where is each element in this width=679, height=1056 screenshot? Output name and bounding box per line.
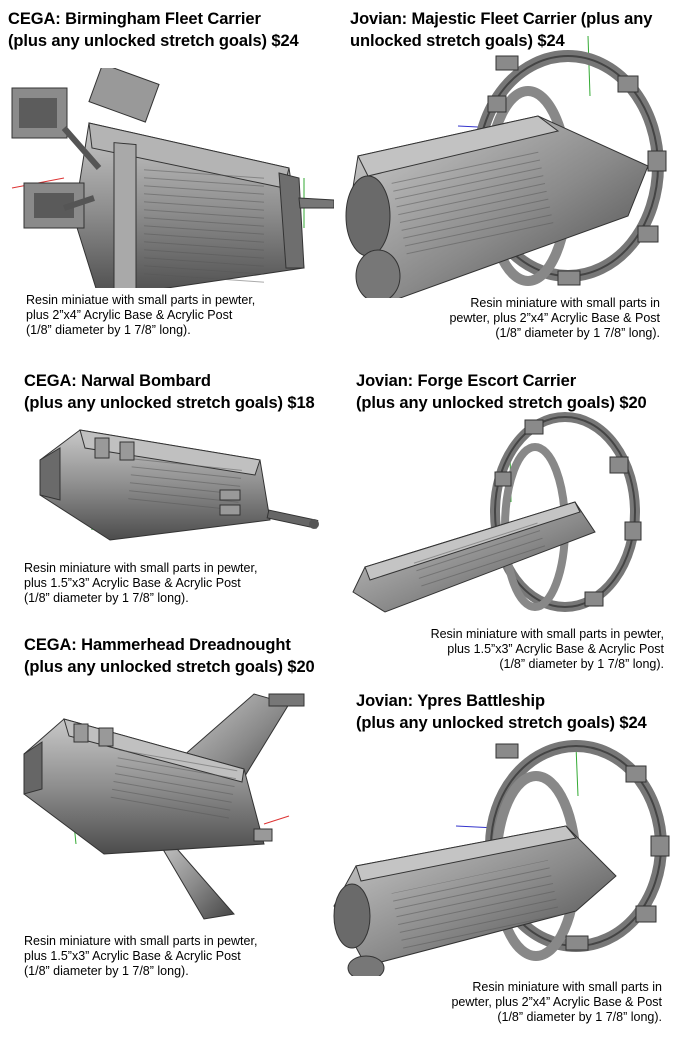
fleet-carrier-model <box>4 68 334 288</box>
product-desc-majestic: Resin miniature with small parts in pewt… <box>449 296 660 340</box>
product-title-narwal: CEGA: Narwal Bombard (plus any unlocked … <box>24 372 315 412</box>
product-desc-hammerhead: Resin miniature with small parts in pewt… <box>24 934 258 978</box>
ring-carrier-model <box>338 36 678 298</box>
product-desc-narwal: Resin miniature with small parts in pewt… <box>24 561 258 605</box>
battleship-model <box>326 736 676 976</box>
product-desc-birmingham: Resin miniatue with small parts in pewte… <box>26 293 256 337</box>
product-desc-ypres: Resin miniature with small parts in pewt… <box>451 980 662 1024</box>
escort-carrier-model <box>345 412 645 624</box>
product-title-birmingham: CEGA: Birmingham Fleet Carrier (plus any… <box>8 10 299 50</box>
dreadnought-model <box>14 684 314 924</box>
bombard-model <box>20 420 320 550</box>
product-desc-forge: Resin miniature with small parts in pewt… <box>430 627 664 671</box>
product-title-hammerhead: CEGA: Hammerhead Dreadnought (plus any u… <box>24 636 315 676</box>
product-title-forge: Jovian: Forge Escort Carrier (plus any u… <box>356 372 647 412</box>
product-title-majestic: Jovian: Majestic Fleet Carrier (plus any… <box>350 10 653 50</box>
product-title-ypres: Jovian: Ypres Battleship (plus any unloc… <box>356 692 647 732</box>
